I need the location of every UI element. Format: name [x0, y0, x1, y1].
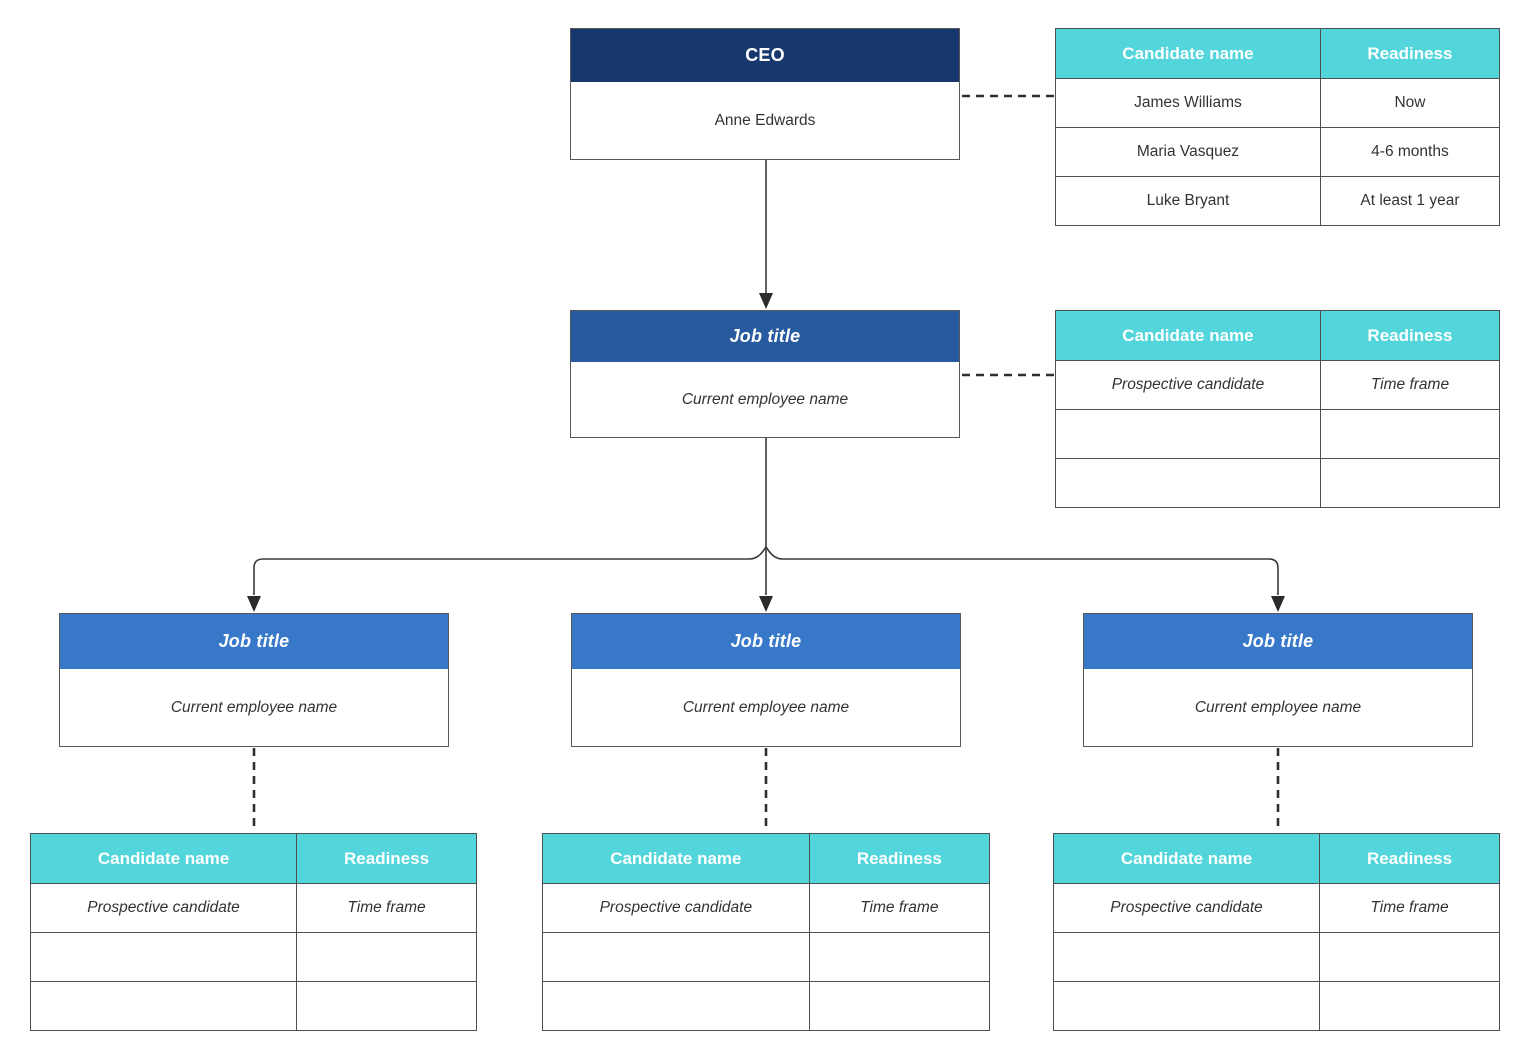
candidate-name-cell[interactable]: Prospective candidate [31, 884, 298, 932]
org-node-ceo-employee: Anne Edwards [571, 82, 959, 159]
arrowhead-report-1 [247, 596, 261, 612]
readiness-cell[interactable] [1321, 410, 1499, 458]
arrowhead-report-2 [759, 596, 773, 612]
readiness-cell[interactable] [297, 982, 476, 1030]
readiness-cell[interactable] [1320, 982, 1499, 1030]
table-header-row: Candidate name Readiness [543, 834, 989, 883]
candidate-name-cell[interactable] [31, 933, 298, 981]
candidate-table-report-2[interactable]: Candidate name Readiness Prospective can… [542, 833, 990, 1031]
org-node-report-1-title: Job title [60, 614, 448, 669]
candidate-name-header: Candidate name [1056, 29, 1321, 78]
readiness-cell[interactable]: Time frame [347, 899, 426, 916]
candidate-name-cell[interactable] [543, 933, 810, 981]
arrowhead-report-3 [1271, 596, 1285, 612]
readiness-cell[interactable] [1320, 933, 1499, 981]
org-node-ceo-title: CEO [571, 29, 959, 82]
table-row [1056, 409, 1499, 458]
candidate-name-cell[interactable]: Prospective candidate [1054, 884, 1321, 932]
table-row [1056, 458, 1499, 507]
org-node-report-2[interactable]: Job title Current employee name [571, 613, 961, 747]
readiness-cell[interactable]: 4-6 months [1371, 143, 1449, 160]
candidate-name-cell[interactable]: Maria Vasquez [1056, 128, 1321, 176]
org-node-report-2-title: Job title [572, 614, 960, 669]
candidate-name-cell[interactable] [543, 982, 810, 1030]
candidate-table-report-3[interactable]: Candidate name Readiness Prospective can… [1053, 833, 1500, 1031]
candidate-table-ceo[interactable]: Candidate name Readiness James Williams … [1055, 28, 1500, 226]
readiness-cell[interactable]: Time frame [1370, 376, 1450, 393]
readiness-cell[interactable]: Time frame [860, 899, 939, 916]
candidate-name-header: Candidate name [543, 834, 810, 883]
readiness-cell[interactable]: Now [1394, 94, 1426, 111]
readiness-header: Readiness [344, 848, 430, 868]
candidate-name-cell[interactable] [1056, 459, 1321, 507]
table-header-row: Candidate name Readiness [1056, 311, 1499, 360]
table-row [1054, 981, 1499, 1030]
table-row: Prospective candidate Time frame [1054, 883, 1499, 932]
candidate-name-header: Candidate name [1054, 834, 1321, 883]
org-node-report-2-employee: Current employee name [572, 669, 960, 746]
table-header-row: Candidate name Readiness [1054, 834, 1499, 883]
org-node-report-3-employee: Current employee name [1084, 669, 1472, 746]
table-header-row: Candidate name Readiness [1056, 29, 1499, 78]
candidate-name-cell[interactable]: Prospective candidate [1056, 361, 1321, 409]
readiness-cell[interactable]: Time frame [1370, 899, 1449, 916]
org-node-report-3[interactable]: Job title Current employee name [1083, 613, 1473, 747]
table-row [31, 981, 476, 1030]
branch-left [253, 546, 767, 595]
table-row: Prospective candidate Time frame [31, 883, 476, 932]
candidate-name-cell[interactable] [31, 982, 298, 1030]
readiness-header: Readiness [1367, 848, 1453, 868]
table-row: Luke Bryant At least 1 year [1056, 176, 1499, 225]
candidate-name-cell[interactable] [1054, 982, 1321, 1030]
candidate-name-cell[interactable]: Luke Bryant [1056, 177, 1321, 225]
table-row: Maria Vasquez 4-6 months [1056, 127, 1499, 176]
readiness-header: Readiness [1367, 325, 1453, 345]
arrowhead-manager [759, 293, 773, 309]
org-node-ceo[interactable]: CEO Anne Edwards [570, 28, 960, 160]
candidate-name-cell[interactable] [1056, 410, 1321, 458]
table-row: Prospective candidate Time frame [543, 883, 989, 932]
branch-right [765, 546, 1279, 595]
table-row: James Williams Now [1056, 78, 1499, 127]
org-node-report-1-employee: Current employee name [60, 669, 448, 746]
readiness-header: Readiness [1367, 43, 1453, 63]
readiness-cell[interactable] [297, 933, 476, 981]
readiness-cell[interactable] [810, 933, 989, 981]
candidate-table-report-1[interactable]: Candidate name Readiness Prospective can… [30, 833, 477, 1031]
table-header-row: Candidate name Readiness [31, 834, 476, 883]
table-row [543, 932, 989, 981]
org-node-manager-employee: Current employee name [571, 362, 959, 437]
candidate-name-header: Candidate name [31, 834, 298, 883]
readiness-cell[interactable] [810, 982, 989, 1030]
table-row [1054, 932, 1499, 981]
readiness-header: Readiness [856, 848, 942, 868]
readiness-cell[interactable] [1321, 459, 1499, 507]
org-node-manager-title: Job title [571, 311, 959, 362]
candidate-name-header: Candidate name [1056, 311, 1321, 360]
org-node-report-3-title: Job title [1084, 614, 1472, 669]
org-node-report-1[interactable]: Job title Current employee name [59, 613, 449, 747]
table-row [31, 932, 476, 981]
candidate-name-cell[interactable]: Prospective candidate [543, 884, 810, 932]
candidate-table-manager[interactable]: Candidate name Readiness Prospective can… [1055, 310, 1500, 508]
candidate-name-cell[interactable]: James Williams [1056, 79, 1321, 127]
table-row [543, 981, 989, 1030]
table-row: Prospective candidate Time frame [1056, 360, 1499, 409]
readiness-cell[interactable]: At least 1 year [1360, 192, 1460, 209]
candidate-name-cell[interactable] [1054, 933, 1321, 981]
org-node-manager[interactable]: Job title Current employee name [570, 310, 960, 438]
